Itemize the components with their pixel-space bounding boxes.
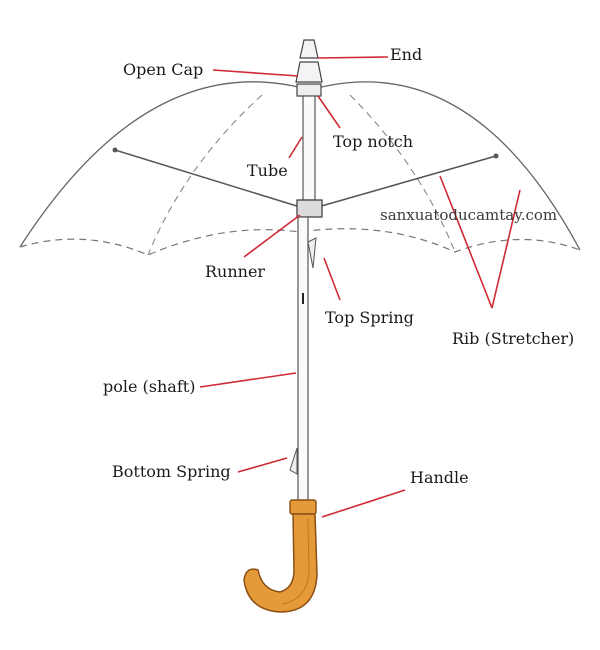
top-spring — [307, 237, 317, 269]
rib-dashed-right — [349, 94, 456, 253]
rib-joint-left — [112, 147, 118, 153]
top-notch — [296, 83, 322, 97]
end-tip — [299, 39, 319, 59]
stretcher-left — [114, 149, 301, 208]
label-bottom-spring: Bottom Spring — [112, 462, 231, 481]
canopy-hem-dashed — [19, 228, 581, 256]
watermark: sanxuatoducamtay.com — [380, 206, 558, 224]
leader-pole — [199, 372, 297, 388]
rib-joint-right — [493, 153, 499, 159]
label-runner: Runner — [205, 262, 266, 281]
handle-collar — [289, 499, 317, 515]
label-top-notch: Top notch — [333, 132, 414, 151]
label-rib-stretcher: Rib (Stretcher) — [452, 329, 575, 348]
label-open-cap: Open Cap — [123, 60, 204, 79]
leader-rib-1 — [439, 175, 493, 309]
leader-rib-2 — [491, 189, 521, 309]
label-end: End — [390, 45, 423, 64]
leader-top-spring — [323, 257, 341, 301]
pole-shaft — [297, 216, 309, 503]
leader-open-cap — [212, 69, 299, 77]
label-pole-shaft: pole (shaft) — [103, 377, 196, 396]
top-spring-slot — [302, 293, 304, 304]
runner — [296, 199, 323, 218]
leader-top-notch — [317, 95, 341, 129]
open-cap — [295, 61, 323, 83]
bottom-spring — [289, 447, 298, 475]
stretcher-right — [317, 155, 497, 208]
handle-shading — [281, 517, 310, 605]
leader-tube — [288, 136, 303, 159]
label-top-spring: Top Spring — [325, 308, 414, 327]
leader-end — [317, 56, 389, 59]
leader-handle — [321, 489, 406, 518]
label-tube: Tube — [247, 161, 288, 180]
rib-dashed-left — [147, 94, 263, 256]
leader-bottom-spring — [237, 457, 288, 473]
tube — [302, 95, 316, 201]
handle-grip — [243, 513, 318, 613]
label-handle: Handle — [410, 468, 469, 487]
leader-runner — [243, 214, 301, 258]
